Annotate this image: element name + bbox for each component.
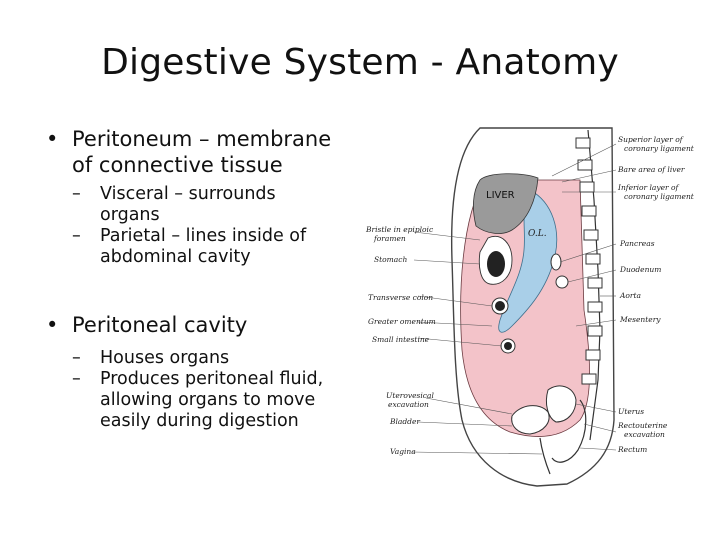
vagina-shape <box>539 437 551 475</box>
sub-bullet-text-line: organs <box>100 205 160 225</box>
sub-bullet-visceral: – Visceral – surrounds organs <box>42 184 372 226</box>
slide-title: Digestive System - Anatomy <box>101 42 619 83</box>
sub-bullet-text-line: Houses organs <box>100 348 230 368</box>
bullet-text-line: Peritoneal cavity <box>72 313 248 337</box>
label-aorta: Aorta <box>619 291 641 300</box>
label-rectouterine-line2: excavation <box>624 430 665 439</box>
dash-marker: – <box>72 184 81 204</box>
label-uterovesical-line1: Uterovesical <box>386 391 434 400</box>
label-uterus: Uterus <box>618 407 644 416</box>
label-small-intestine: Small intestine <box>372 335 430 344</box>
bullet-marker: • <box>46 127 59 151</box>
label-inferior-coronary-line2: coronary ligament <box>624 192 695 201</box>
label-rectouterine-line1: Rectouterine <box>617 421 668 430</box>
lesser-sac-text: O.L. <box>528 229 547 239</box>
peritoneum-illustration: LIVER O.L. <box>365 127 695 487</box>
bullet-text-line: of connective tissue <box>72 153 283 177</box>
bladder-shape <box>511 405 550 435</box>
label-bristle-line1: Bristle in epiploic <box>365 225 434 234</box>
sub-bullet-houses-organs: – Houses organs <box>42 348 372 369</box>
stomach-lumen <box>487 251 505 277</box>
sub-bullet-text-line: Parietal – lines inside of <box>100 226 307 246</box>
dash-marker: – <box>72 226 81 246</box>
rectum-shape <box>551 399 587 463</box>
label-rectum: Rectum <box>617 445 647 454</box>
leader-lines <box>411 143 617 455</box>
label-pancreas: Pancreas <box>619 239 655 248</box>
label-superior-coronary-line2: coronary ligament <box>624 144 695 153</box>
transverse-colon-lumen <box>495 301 505 311</box>
label-duodenum: Duodenum <box>619 265 661 274</box>
label-vagina: Vagina <box>390 447 416 456</box>
label-bladder: Bladder <box>389 417 420 426</box>
dash-marker: – <box>72 348 81 368</box>
bullet-peritoneal-cavity: • Peritoneal cavity <box>42 312 372 338</box>
label-stomach: Stomach <box>374 255 407 264</box>
label-uterovesical-line2: excavation <box>388 400 429 409</box>
bullet-text-line: Peritoneum – membrane <box>72 127 332 151</box>
lesser-sac-shape <box>498 189 558 333</box>
label-transverse-colon: Transverse colon <box>368 293 433 302</box>
label-inferior-coronary-line1: Inferior layer of <box>617 183 680 192</box>
bullet-peritoneum: • Peritoneum – membrane of connective ti… <box>42 126 372 178</box>
label-greater-omentum: Greater omentum <box>368 317 436 326</box>
label-bare-area: Bare area of liver <box>617 165 685 174</box>
sub-bullet-text-line: Produces peritoneal fluid, <box>100 369 324 389</box>
bullet-marker: • <box>46 313 59 337</box>
sub-bullet-peritoneal-fluid: – Produces peritoneal fluid, allowing or… <box>42 369 372 432</box>
liver-text: LIVER <box>486 190 515 201</box>
sub-bullet-text-line: Visceral – surrounds <box>100 184 276 204</box>
peritoneum-diagram: LIVER O.L. <box>362 120 702 492</box>
sub-bullet-text-line: allowing organs to move <box>100 390 316 410</box>
dash-marker: – <box>72 369 81 389</box>
vertebrae <box>575 137 603 385</box>
liver-shape <box>472 173 539 234</box>
sub-bullet-text-line: easily during digestion <box>100 411 299 431</box>
sub-bullet-parietal: – Parietal – lines inside of abdominal c… <box>42 226 372 268</box>
bullet-list: • Peritoneum – membrane of connective ti… <box>42 126 372 432</box>
label-superior-coronary-line1: Superior layer of <box>618 135 684 144</box>
duodenum-shape <box>555 275 569 289</box>
small-intestine-lumen <box>504 342 512 350</box>
label-mesentery: Mesentery <box>619 315 661 324</box>
pancreas-shape <box>550 253 562 271</box>
label-bristle-line2: foramen <box>373 234 406 243</box>
uterus-shape <box>545 385 577 423</box>
sub-bullet-text-line: abdominal cavity <box>100 247 251 267</box>
